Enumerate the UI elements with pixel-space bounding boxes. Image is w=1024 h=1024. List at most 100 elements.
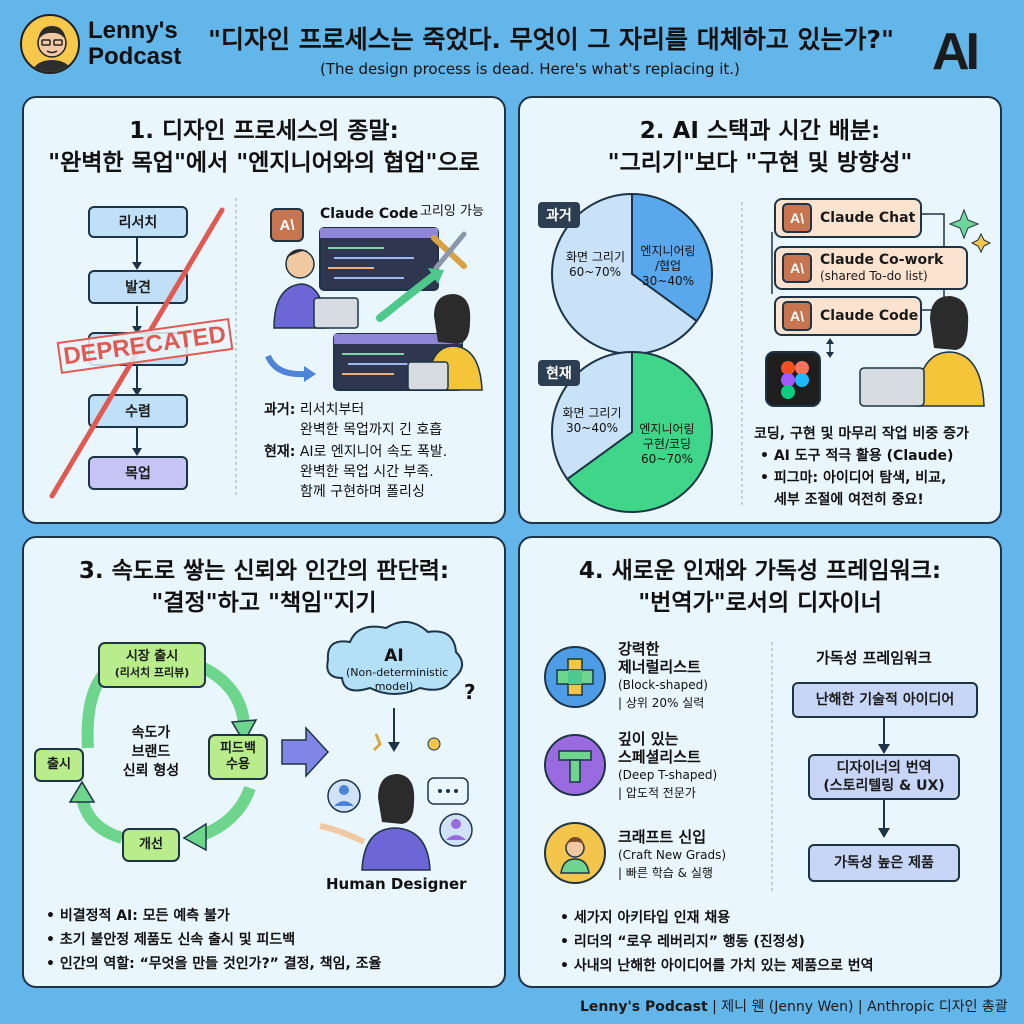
- new-grad-desc: | 빠른 학습 & 실행: [618, 866, 713, 880]
- human-designer-label: Human Designer: [326, 875, 467, 893]
- now-description: 현재: AI로 엔지니어 속도 폭발.: [264, 442, 447, 462]
- panel4-title-line1: 4. 새로운 인재와 가독성 프레임워크:: [578, 558, 942, 584]
- claude-code-label: Claude Code: [320, 206, 419, 222]
- now-draw-l2: 30~40%: [566, 421, 618, 435]
- ai-cloud-sub2: model): [374, 680, 414, 693]
- claude-cowork-icon: A\: [782, 253, 812, 283]
- fw-step-designer-translation: 디자이너의 번역 (스토리텔링 & UX): [808, 754, 960, 800]
- generalist-icon: [544, 646, 606, 708]
- fw-step2-line2: (스토리텔링 & UX): [823, 778, 945, 794]
- cycle-center-line2: 브랜드: [131, 744, 171, 760]
- specialist-icon: [544, 734, 606, 796]
- host-avatar: [20, 14, 80, 74]
- past-draw-l1: 화면 그리기: [566, 250, 626, 264]
- host-avatar-illustration: [31, 26, 73, 72]
- page-title: "디자인 프로세스는 죽었다. 무엇이 그 자리를 대체하고 있는가?": [208, 25, 894, 54]
- generalist-desc: | 상위 20% 실력: [618, 696, 705, 710]
- flow-step-research: 리서치: [88, 206, 188, 238]
- fw-step-readable-product: 가독성 높은 제품: [808, 844, 960, 882]
- past-eng-l1: 엔지니어링: [640, 244, 696, 258]
- brand-line2: Podcast: [88, 43, 182, 70]
- panel1-flow-arrows: [132, 198, 237, 498]
- panel-talent-framework: 4. 새로운 인재와 가독성 프레임워크: "번역가"로서의 디자이너 강력한 …: [518, 536, 1002, 988]
- generalist-name2: 제너럴리스트: [618, 658, 701, 676]
- panel-design-process-end: 1. 디자인 프로세스의 종말: "완벽한 목업"에서 "엔지니어와의 협업"으…: [22, 96, 506, 524]
- generalist-name1: 강력한: [618, 640, 660, 658]
- now-label: 현재:: [264, 444, 296, 460]
- cycle-center-line3: 신뢰 형성: [122, 763, 180, 779]
- speed-bullet2: 초기 불안정 제품도 신속 출시 및 피드백: [46, 930, 295, 950]
- panel3-title-line2: "결정"하고 "책임"지기: [151, 590, 377, 616]
- specialist-en: (Deep T-shaped): [618, 768, 718, 782]
- new-grad-name1: 크래프트 신입: [618, 828, 707, 846]
- tool-name: Claude Chat: [820, 210, 916, 226]
- ai-stack-note2: AI 도구 적극 활용 (Claude): [760, 446, 954, 466]
- now-draw-l1: 화면 그리기: [562, 406, 622, 420]
- now-line2: 완벽한 목업 시간 부족.: [300, 464, 434, 480]
- now-line3: 함께 구현하며 폴리싱: [300, 484, 425, 500]
- block-shape-icon: [556, 658, 594, 696]
- specialist-desc: | 압도적 전문가: [618, 786, 696, 800]
- past-eng-l2: /협업: [654, 259, 682, 273]
- talent-bullet2: 리더의 “로우 레버리지” 행동 (진정성): [560, 932, 805, 952]
- claude-code-icon: A\: [782, 301, 812, 331]
- tool-claude-code: A\ Claude Code: [774, 296, 922, 336]
- past-description: 과거: 리서치부터: [264, 400, 364, 420]
- fw-step2-line1: 디자이너의 번역: [836, 760, 932, 776]
- cycle-market-launch-sub: (리서치 프리뷰): [114, 666, 190, 679]
- past-line2: 완벽한 목업까지 긴 호흡: [300, 422, 443, 438]
- flow-step-discovery: 발견: [88, 270, 188, 304]
- specialist-name1: 깊이 있는: [618, 730, 679, 748]
- cycle-market-launch-label: 시장 출시: [125, 649, 179, 664]
- footer-guest: | 제니 웬 (Jenny Wen): [712, 999, 854, 1015]
- now-pie-eng-label: 엔지니어링 구현/코딩 60~70%: [634, 422, 700, 467]
- past-eng-l3: 30~40%: [642, 274, 694, 288]
- talent-bullet1: 세가지 아키타입 인재 채용: [560, 908, 730, 928]
- past-pie-draw-label: 화면 그리기 60~70%: [566, 250, 626, 280]
- specialist-text: 깊이 있는 스페셜리스트 (Deep T-shaped) | 압도적 전문가: [618, 730, 717, 802]
- past-label: 과거:: [264, 402, 296, 418]
- panel-ai-stack: 2. AI 스택과 시간 배분: "그리기"보다 "구현 및 방향성" 과거 현…: [518, 96, 1002, 524]
- ai-stack-note3: 피그마: 아이디어 탐색, 비교,: [760, 468, 947, 488]
- cycle-center-text: 속도가 브랜드 신뢰 형성: [116, 724, 186, 781]
- panel3-title-line1: 3. 속도로 쌓는 신뢰와 인간의 판단력:: [78, 558, 450, 584]
- tool-name: Claude Co-work: [820, 252, 944, 268]
- tool-claude-cowork: A\ Claude Co-work (shared To-do list): [774, 246, 968, 290]
- now-pie-slice-engineering: [565, 350, 713, 513]
- collaboration-illustration: [265, 227, 483, 391]
- cycle-feedback: 피드백 수용: [208, 734, 268, 780]
- t-shape-icon: [558, 750, 592, 783]
- past-pie-slice-engineering: [631, 192, 713, 323]
- footer-podcast: Lenny's Podcast: [580, 999, 708, 1015]
- ai-cloud-sub1: (Non-deterministic: [346, 666, 449, 679]
- speed-bullet1: 비결정적 AI: 모든 예측 불가: [46, 906, 230, 926]
- footer-credit: Lenny's Podcast | 제니 웬 (Jenny Wen) | Ant…: [580, 996, 1008, 1016]
- panel1-title-line2: "완벽한 목업"에서 "엔지니어와의 협업"으로: [48, 150, 480, 176]
- cycle-feedback-label: 피드백: [220, 741, 256, 756]
- tool-claude-chat: A\ Claude Chat: [774, 198, 922, 238]
- cycle-center-line1: 속도가: [131, 725, 171, 741]
- podcast-brand: Lenny's Podcast: [88, 18, 181, 70]
- panel-speed-trust: 3. 속도로 쌓는 신뢰와 인간의 판단력: "결정"하고 "책임"지기 시장 …: [22, 536, 506, 988]
- now-tag: 현재: [538, 360, 580, 386]
- new-grad-text: 크래프트 신입 (Craft New Grads) | 빠른 학습 & 실행: [618, 828, 726, 882]
- speed-bullet3: 인간의 역할: “무엇을 만들 것인가?” 결정, 책임, 조율: [46, 954, 382, 974]
- past-pie-eng-label: 엔지니어링 /협업 30~40%: [636, 244, 700, 289]
- generalist-text: 강력한 제너럴리스트 (Block-shaped) | 상위 20% 실력: [618, 640, 708, 712]
- now-pie-draw-label: 화면 그리기 30~40%: [560, 406, 624, 436]
- panel2-title-line2: "그리기"보다 "구현 및 방향성": [607, 150, 913, 176]
- now-eng-l1: 엔지니어링: [639, 422, 695, 436]
- now-eng-l3: 60~70%: [641, 452, 693, 466]
- past-tag: 과거: [538, 202, 580, 228]
- anthropic-logo: AI: [932, 23, 980, 81]
- page-subtitle: (The design process is dead. Here's what…: [320, 60, 740, 78]
- tool-name: Claude Code: [820, 308, 919, 324]
- panel4-title-line2: "번역가"로서의 디자이너: [638, 590, 882, 616]
- question-mark: ?: [464, 680, 476, 704]
- past-draw-l2: 60~70%: [569, 265, 621, 279]
- generalist-en: (Block-shaped): [618, 678, 708, 692]
- brand-line1: Lenny's: [88, 17, 178, 44]
- framework-title: 가독성 프레임워크: [816, 649, 932, 667]
- now-eng-l2: 구현/코딩: [642, 437, 692, 451]
- claude-icon: A\: [270, 208, 304, 242]
